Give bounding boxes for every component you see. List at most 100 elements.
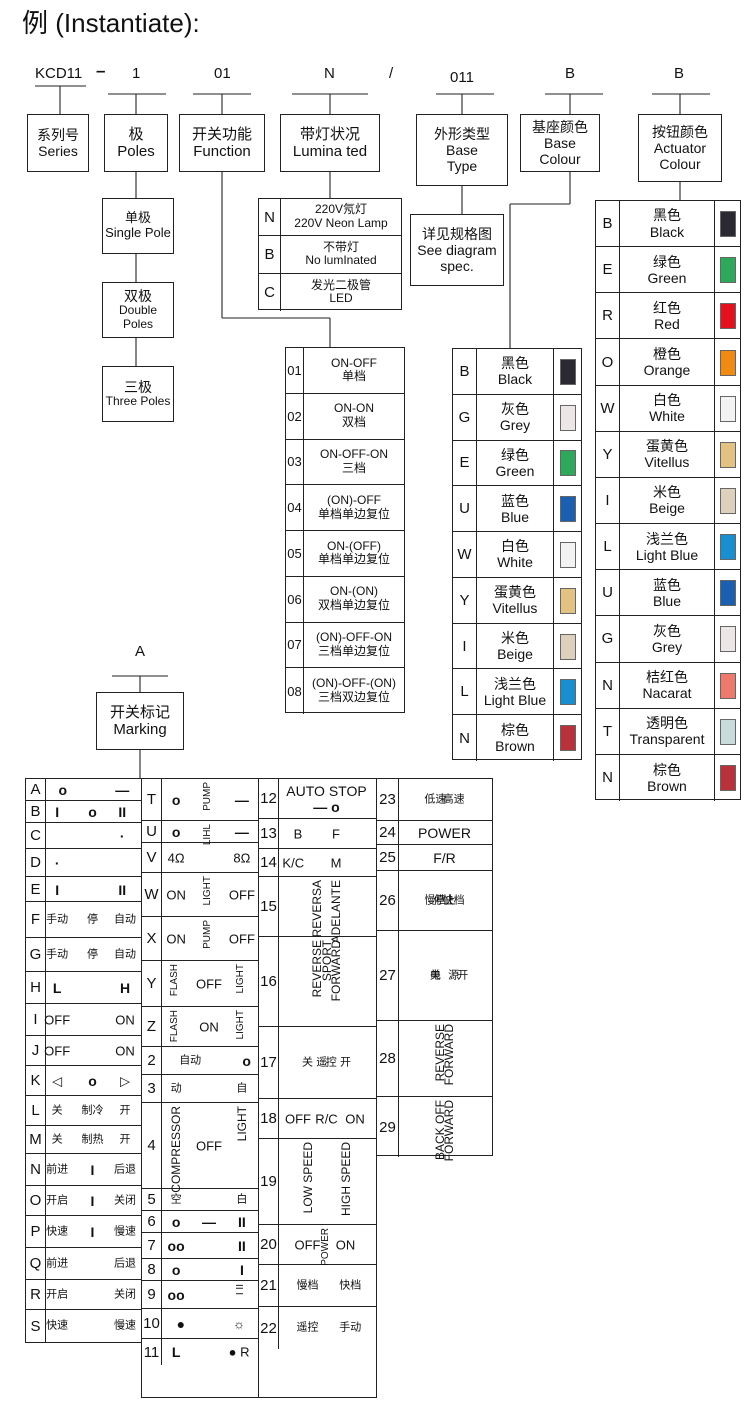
base-type-note: 详见规格图 See diagram spec. bbox=[410, 214, 504, 286]
code-dash: – bbox=[96, 61, 106, 80]
marking-code: M bbox=[26, 1126, 46, 1153]
function-option-line2: 三档单边复位 bbox=[317, 643, 390, 658]
colour-swatch bbox=[560, 450, 576, 477]
colour-swatch bbox=[720, 303, 736, 330]
poles-cn: 极 bbox=[128, 125, 144, 143]
function-box: 开关功能 Function bbox=[179, 114, 265, 172]
colour-option-en: Vitellus bbox=[644, 454, 690, 471]
function-option-line2: 单档单边复位 bbox=[317, 506, 390, 521]
marking-symbol: OFF bbox=[44, 1043, 71, 1059]
function-option-line1: ON-OFF-ON bbox=[320, 447, 388, 462]
function-option-desc: ON-(OFF)单档单边复位 bbox=[304, 531, 404, 576]
base-type-cn: 外形类型 bbox=[434, 125, 490, 142]
colour-option-cn: 红色 bbox=[653, 299, 681, 316]
marking-code: R bbox=[26, 1280, 46, 1309]
marking-code: 24 bbox=[377, 821, 399, 844]
colour-swatch-cell bbox=[714, 616, 740, 662]
marking-symbol: OFF bbox=[285, 1111, 311, 1127]
marking-symbol: 慢速 bbox=[114, 1319, 137, 1332]
marking-symbol: o bbox=[171, 1262, 181, 1278]
colour-option-en: Beige bbox=[649, 500, 685, 517]
marking-symbol: o bbox=[171, 792, 181, 808]
colour-option-en: Blue bbox=[500, 508, 530, 525]
colour-option-cn: 透明色 bbox=[646, 715, 688, 732]
marking-symbol: 后退 bbox=[114, 1257, 137, 1270]
marking-symbol: ON bbox=[335, 1237, 356, 1253]
function-option-line1: ON-OFF bbox=[331, 355, 377, 370]
marking-symbol: 关闭 bbox=[114, 1194, 137, 1207]
colour-swatch bbox=[720, 534, 736, 561]
marking-symbol: 控 bbox=[325, 1056, 337, 1069]
base-colour-en2: Colour bbox=[539, 151, 581, 168]
marking-symbol: 开 bbox=[119, 1133, 131, 1146]
colour-swatch-cell bbox=[553, 623, 581, 669]
marking-symbol: ● R bbox=[228, 1344, 250, 1360]
colour-option-code: E bbox=[596, 247, 620, 293]
marking-symbol: 快档 bbox=[339, 1279, 362, 1292]
lamp-option-line1: 220V氖灯 bbox=[314, 202, 368, 217]
colour-option-en: Green bbox=[647, 269, 687, 286]
marking-row: K◁o▷ bbox=[26, 1066, 141, 1096]
marking-code: 6 bbox=[142, 1211, 162, 1232]
marking-symbol: COMPRESSOR bbox=[169, 1106, 184, 1193]
marking-code: 9 bbox=[142, 1281, 162, 1308]
marking-symbol: H bbox=[119, 980, 131, 996]
colour-option-en: Transparent bbox=[629, 731, 705, 748]
code-base-type: 011 bbox=[450, 69, 474, 86]
marking-code: 16 bbox=[259, 937, 279, 1026]
colour-option-cn: 棕色 bbox=[501, 722, 529, 738]
colour-option-code: G bbox=[596, 616, 620, 662]
marking-code: 8 bbox=[142, 1259, 162, 1280]
code-actuator-colour: B bbox=[674, 65, 685, 82]
colour-swatch bbox=[560, 587, 576, 614]
marking-symbol: 快速 bbox=[46, 1225, 69, 1238]
colour-option-cn: 米色 bbox=[653, 484, 681, 501]
colour-option-code: Y bbox=[453, 577, 477, 623]
colour-option-en: Black bbox=[649, 223, 685, 240]
series-cn: 系列号 bbox=[37, 126, 79, 143]
colour-swatch bbox=[720, 672, 736, 699]
marking-symbols: 低速高速 bbox=[399, 779, 492, 820]
poles-box: 极 Poles bbox=[104, 114, 168, 172]
marking-row: C· bbox=[26, 823, 141, 849]
marking-code: B bbox=[26, 801, 46, 822]
marking-symbol: 源 bbox=[448, 969, 460, 982]
marking-symbols: 慢档快档 bbox=[279, 1265, 376, 1306]
marking-code: E bbox=[26, 877, 46, 901]
marking-code: 23 bbox=[377, 779, 399, 820]
